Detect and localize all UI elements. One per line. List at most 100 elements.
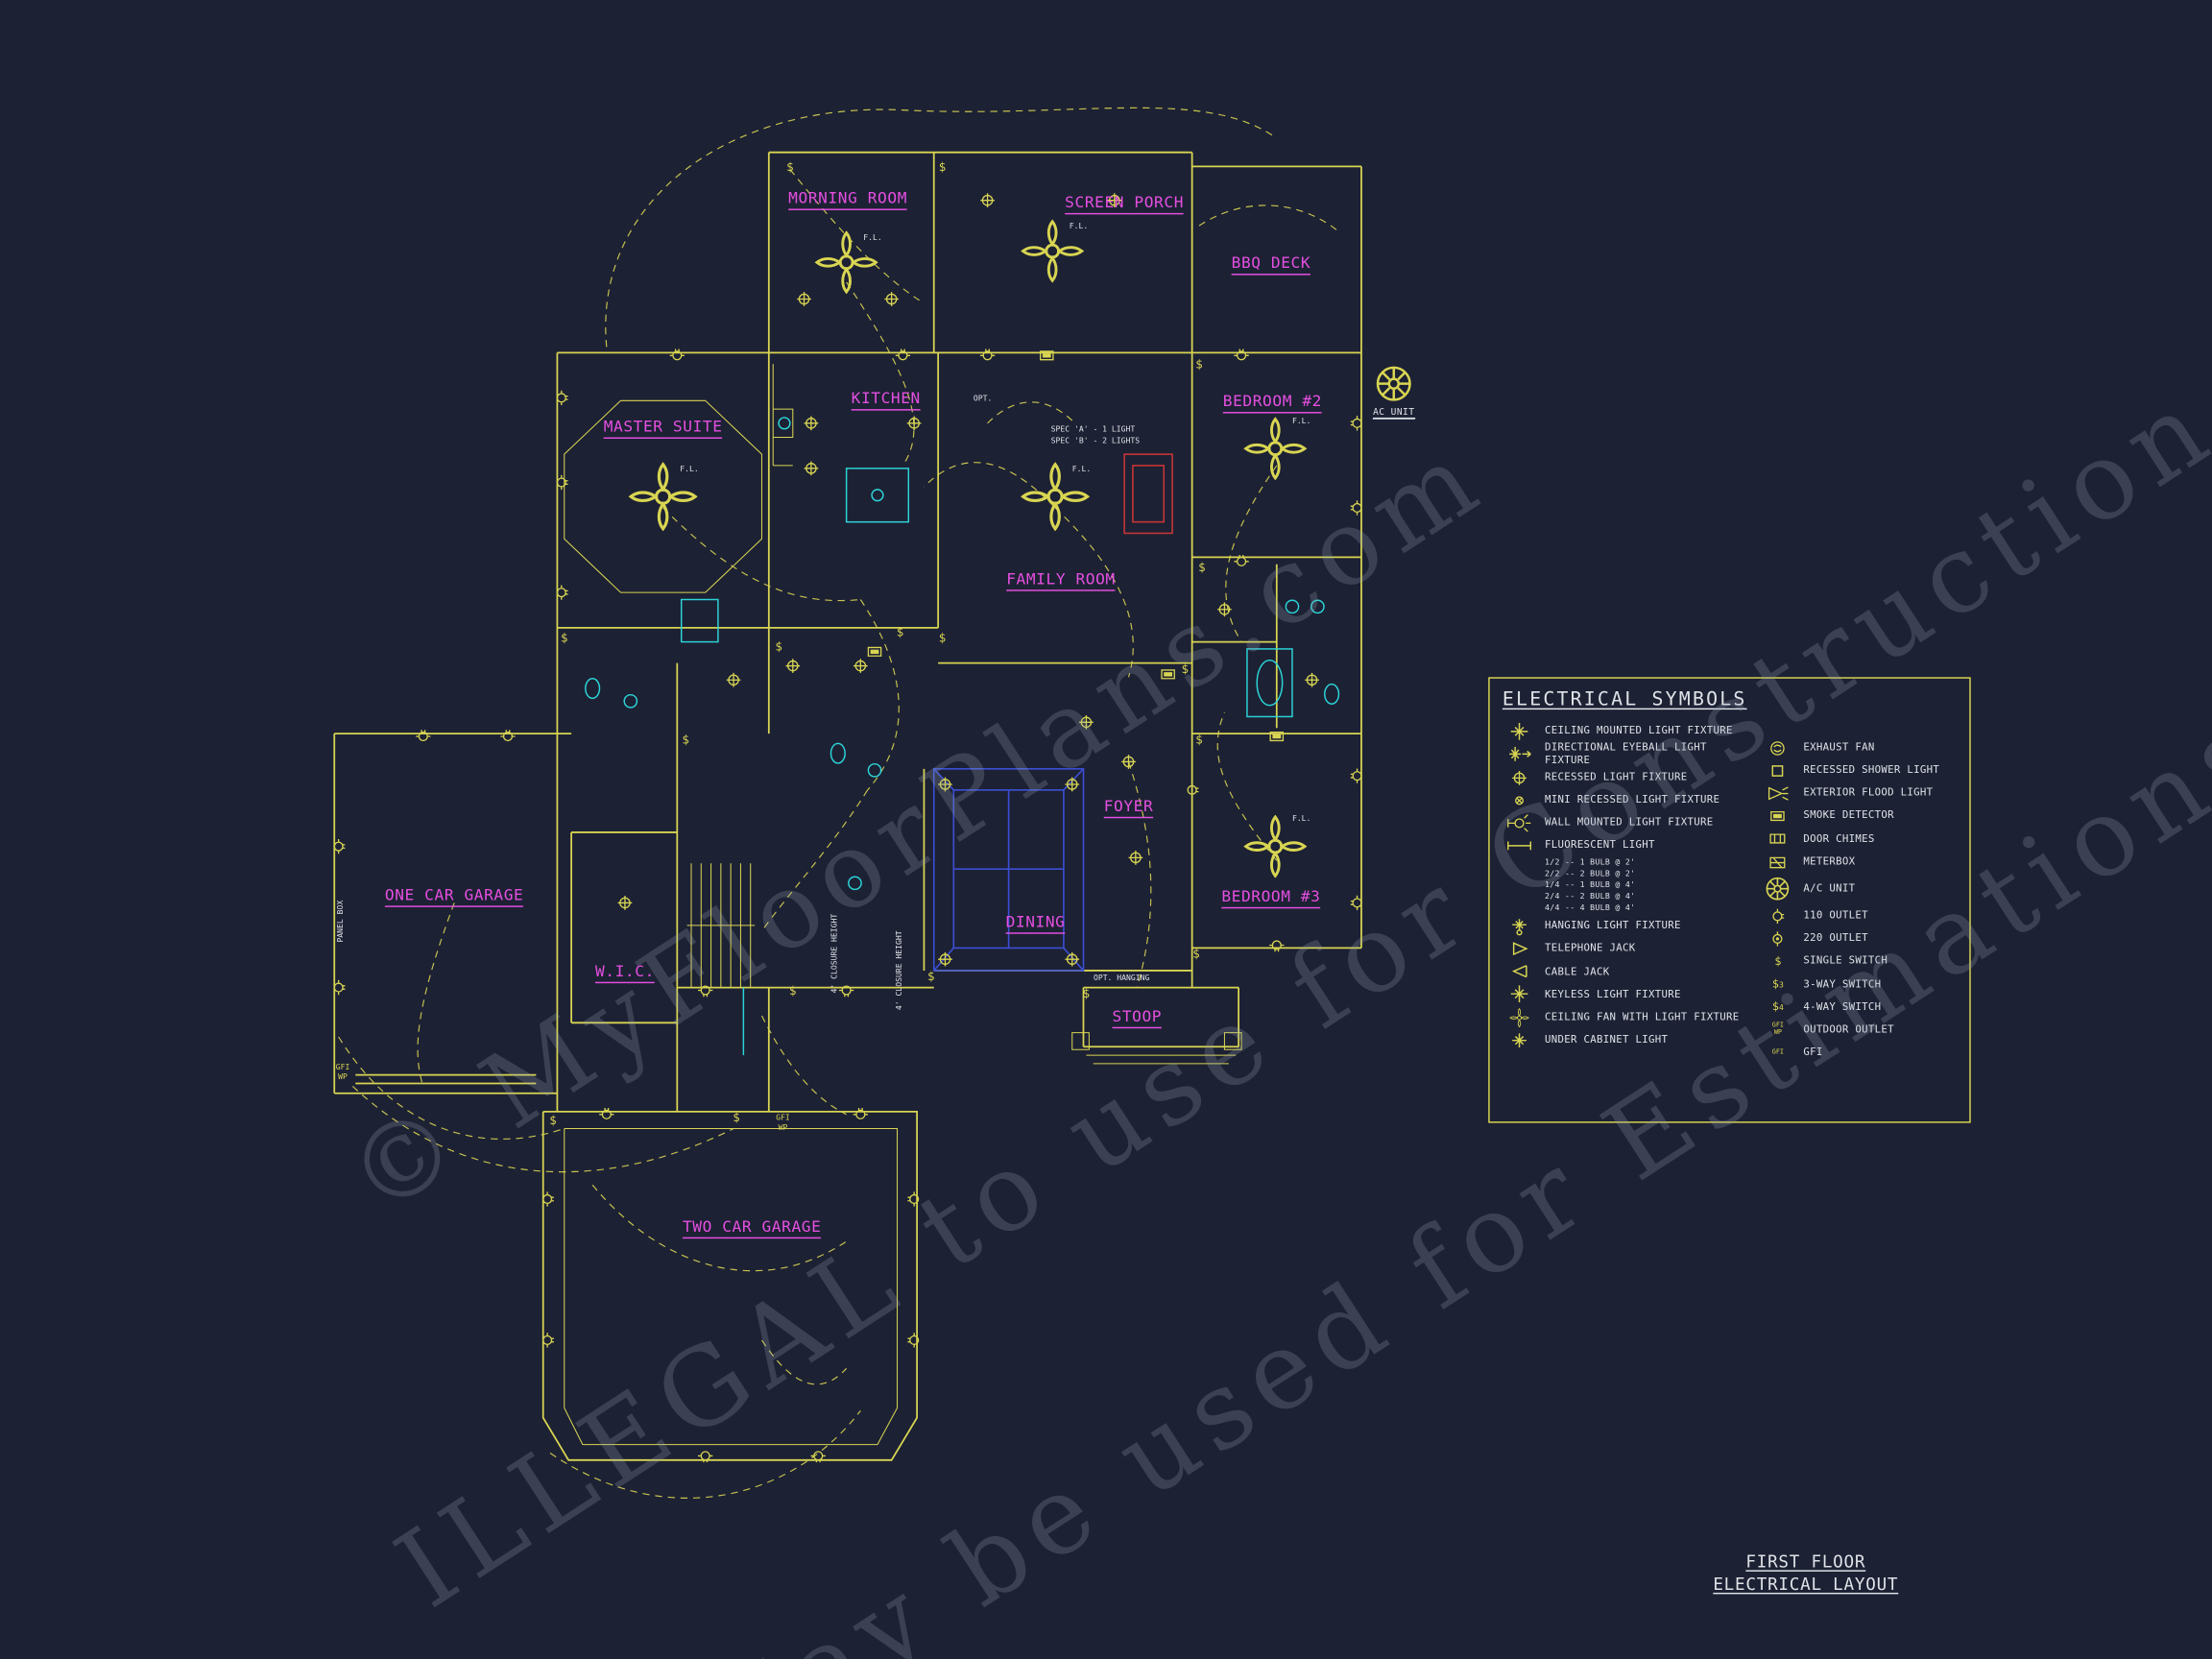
legend-item-smoke-detector: SMOKE DETECTOR <box>1761 805 1957 828</box>
svg-text:$: $ <box>1195 357 1203 372</box>
legend-item-3-way-switch: $3 3-WAY SWITCH <box>1771 976 1882 990</box>
sheet-title-block: FIRST FLOOR ELECTRICAL LAYOUT <box>1700 1551 1911 1596</box>
legend-right-column: EXHAUST FAN RECESSED SHOWER LIGHT EXTERI… <box>1761 719 1957 1064</box>
fan-light-label: F.L. <box>1292 416 1310 425</box>
plumbing-fixtures <box>585 417 1340 1056</box>
room-label-foyer: FOYER <box>1103 797 1154 819</box>
legend-left-column: CEILING MOUNTED LIGHT FIXTURE DIRECTIONA… <box>1503 719 1747 1064</box>
legend-item-cable-jack: CABLE JACK <box>1503 960 1747 983</box>
svg-text:$: $ <box>927 969 935 983</box>
wp-label: WP <box>779 1122 788 1132</box>
door-chimes-icon <box>1769 833 1786 845</box>
legend-item-gfi: GFI GFI <box>1771 1046 1823 1059</box>
legend-title: ELECTRICAL SYMBOLS <box>1502 688 1747 711</box>
gfi-icon: GFI <box>1771 1048 1785 1057</box>
legend-item-4-way-switch: $4 4-WAY SWITCH <box>1771 999 1882 1013</box>
ceiling-fan-icon <box>1244 815 1307 878</box>
svg-text:$: $ <box>549 1113 557 1127</box>
fireplace <box>1123 453 1173 535</box>
legend-item-220-outlet: 220 OUTLET <box>1761 927 1957 950</box>
room-label-bbq-deck: BBQ DECK <box>1231 253 1311 276</box>
legend-item-keyless-light: KEYLESS LIGHT FIXTURE <box>1503 983 1747 1006</box>
legend-item-single-switch: $ SINGLE SWITCH <box>1774 953 1888 968</box>
switch-symbols: $ $ $ $ $ $ $ $ $ $ $ $ $ $ $ $ $ <box>549 159 1205 1127</box>
gfi-label: GFI <box>336 1062 350 1071</box>
recessed-light-icon <box>1511 769 1527 785</box>
room-label-kitchen: KITCHEN <box>851 390 921 411</box>
wall-mounted-light-icon <box>1507 813 1531 832</box>
ceiling-mounted-light-icon <box>1509 721 1529 740</box>
svg-text:$: $ <box>1195 732 1203 746</box>
dining-tray-ceiling <box>932 768 1085 972</box>
four-way-switch-icon: $4 <box>1771 999 1784 1013</box>
fan-light-label: F.L. <box>1072 464 1091 473</box>
svg-text:$: $ <box>682 732 689 746</box>
svg-text:$: $ <box>733 1110 740 1124</box>
legend-item-ceiling-fan-light: CEILING FAN WITH LIGHT FIXTURE <box>1503 1006 1747 1029</box>
ceiling-fan-icon <box>629 463 697 531</box>
legend-electrical-symbols: ELECTRICAL SYMBOLS CEILING MOUNTED LIGHT… <box>1488 677 1971 1123</box>
legend-item-hanging-light: HANGING LIGHT FIXTURE <box>1503 915 1747 938</box>
svg-text:$: $ <box>1083 986 1091 1000</box>
hanging-light-icon <box>1511 918 1527 936</box>
room-label-one-car-garage: ONE CAR GARAGE <box>384 886 524 907</box>
opt-hanging-note: OPT. HANGING <box>1094 973 1149 982</box>
svg-text:$: $ <box>789 983 797 998</box>
legend-item-directional-eyeball: DIRECTIONAL EYEBALL LIGHT FIXTURE <box>1503 741 1747 766</box>
spec-b-note: SPEC 'B' - 2 LIGHTS <box>1051 435 1141 445</box>
room-label-master-suite: MASTER SUITE <box>603 418 723 439</box>
svg-text:$: $ <box>1182 661 1190 676</box>
meterbox-icon <box>1769 856 1786 868</box>
room-label-wic: W.I.C. <box>594 962 655 984</box>
ceiling-fan-icon <box>1022 463 1090 531</box>
legend-item-fluorescent-light: FLUORESCENT LIGHT <box>1503 834 1747 857</box>
ceiling-fan-light-icon <box>1509 1007 1529 1027</box>
svg-text:$: $ <box>786 159 794 174</box>
legend-item-recessed-shower-light: RECESSED SHOWER LIGHT <box>1761 759 1957 782</box>
spec-a-note: SPEC 'A' - 1 LIGHT <box>1051 424 1136 434</box>
legend-item-exhaust-fan: EXHAUST FAN <box>1761 736 1957 759</box>
ceiling-fan-icon <box>1244 418 1307 480</box>
recessed-light-icons <box>616 192 1320 968</box>
legend-item-ac-unit: A/C UNIT <box>1761 874 1957 904</box>
room-label-screen-porch: SCREEN PORCH <box>1065 193 1185 215</box>
fan-light-label: F.L. <box>680 464 698 473</box>
directional-eyeball-icon <box>1508 746 1532 762</box>
panel-box-label: PANEL BOX <box>335 901 345 943</box>
svg-text:$: $ <box>897 625 904 639</box>
room-label-stoop: STOOP <box>1112 1007 1163 1029</box>
ac-unit-icon <box>1376 366 1411 401</box>
fan-light-label: F.L. <box>1292 813 1310 823</box>
closure-height-label: 4' CLOSURE HEIGHT <box>829 914 838 994</box>
legend-item-wall-mounted-light: WALL MOUNTED LIGHT FIXTURE <box>1503 811 1747 834</box>
legend-item-recessed-light: RECESSED LIGHT FIXTURE <box>1503 766 1747 789</box>
closure-height-label: 4' CLOSURE HEIGHT <box>894 930 903 1010</box>
exhaust-fan-icon <box>1770 740 1786 756</box>
opt-note: OPT. <box>974 393 992 402</box>
legend-item-mini-recessed-light: MINI RECESSED LIGHT FIXTURE <box>1503 789 1747 812</box>
sheet-title-line1: FIRST FLOOR <box>1745 1551 1866 1572</box>
svg-text:$: $ <box>939 631 947 645</box>
legend-item-ceiling-mounted-light: CEILING MOUNTED LIGHT FIXTURE <box>1503 719 1747 742</box>
exterior-flood-light-icon <box>1768 786 1790 801</box>
fan-light-label: F.L. <box>863 232 881 242</box>
legend-item-meterbox: METERBOX <box>1761 851 1957 874</box>
cable-jack-icon <box>1512 965 1527 978</box>
outlet-110-icon <box>1772 907 1786 925</box>
under-cabinet-light-icon <box>1511 1032 1527 1048</box>
gfi-label: GFI <box>776 1113 790 1122</box>
room-label-dining: DINING <box>1005 913 1066 934</box>
fluorescent-light-icon <box>1507 840 1532 852</box>
wiring-runs <box>338 107 1341 1499</box>
wp-label: WP <box>338 1071 348 1081</box>
svg-text:$: $ <box>1192 947 1200 961</box>
sheet-title-line2: ELECTRICAL LAYOUT <box>1713 1574 1899 1594</box>
single-switch-icon: $ <box>1774 954 1782 968</box>
mini-recessed-light-icon <box>1515 796 1525 805</box>
legend-item-telephone-jack: TELEPHONE JACK <box>1503 937 1747 960</box>
legend-item-exterior-flood-light: EXTERIOR FLOOD LIGHT <box>1761 782 1957 805</box>
recessed-shower-light-icon <box>1772 764 1784 777</box>
